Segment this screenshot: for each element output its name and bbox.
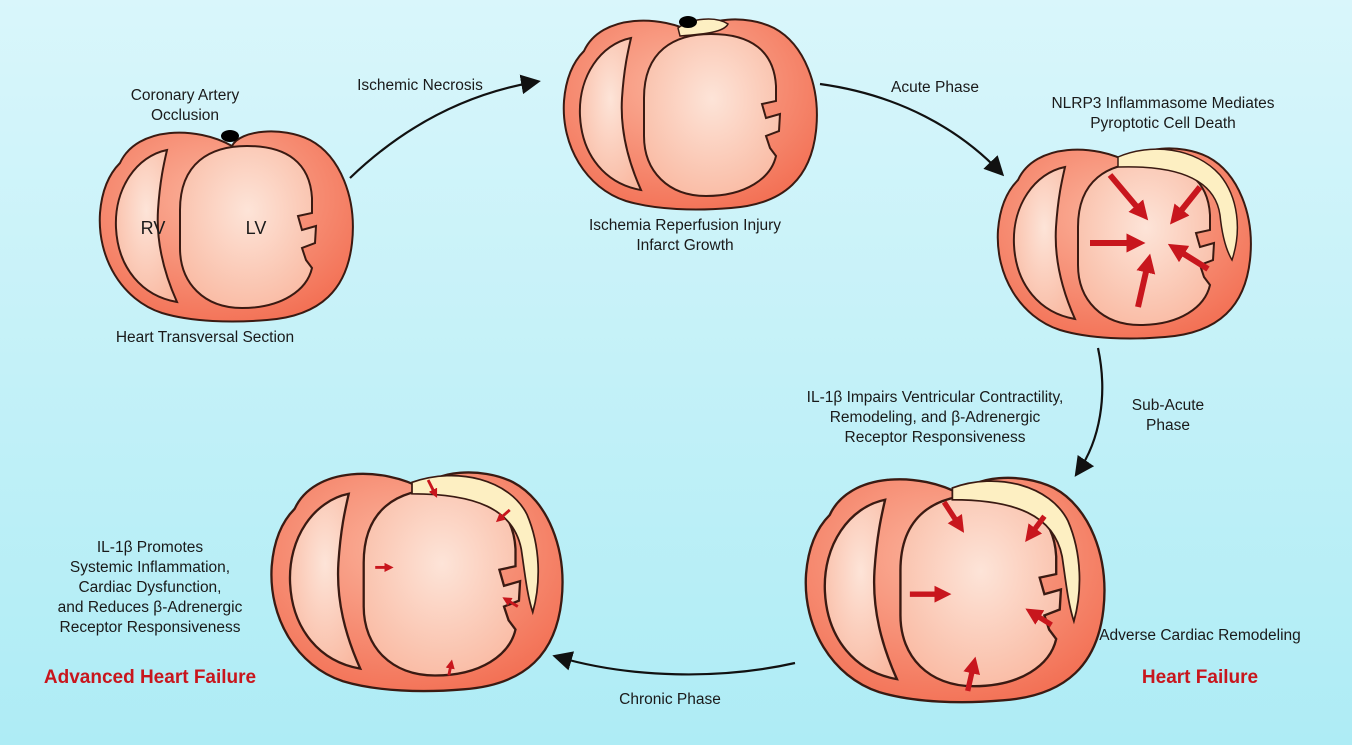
coronary-occlusion-dot xyxy=(221,130,239,142)
heart-3-acute xyxy=(998,148,1251,338)
coronary-occlusion-dot xyxy=(679,16,697,28)
label-ischemic-necrosis: Ischemic Necrosis xyxy=(330,76,510,96)
label-rv: RV xyxy=(133,218,173,238)
label-adverse-remodeling: Adverse Cardiac Remodeling xyxy=(1080,626,1320,646)
label-reperfusion: Ischemia Reperfusion Injury Infarct Grow… xyxy=(555,216,815,256)
heart-5-advanced-heart-failure xyxy=(271,472,562,691)
label-chronic-phase: Chronic Phase xyxy=(600,690,740,710)
label-advanced-heart-failure: Advanced Heart Failure xyxy=(20,668,280,688)
label-nlrp3: NLRP3 Inflammasome Mediates Pyroptotic C… xyxy=(1028,94,1298,134)
label-acute-phase: Acute Phase xyxy=(865,78,1005,98)
heart-4-heart-failure xyxy=(806,478,1105,702)
label-lv: LV xyxy=(236,218,276,238)
label-heart-section: Heart Transversal Section xyxy=(90,328,320,348)
label-il1-promotes: IL-1β Promotes Systemic Inflammation, Ca… xyxy=(30,538,270,638)
label-coronary-occlusion: Coronary Artery Occlusion xyxy=(110,86,260,126)
heart-2-reperfusion xyxy=(564,16,817,210)
label-heart-failure: Heart Failure xyxy=(1120,668,1280,688)
label-il1-impairs: IL-1β Impairs Ventricular Contractility,… xyxy=(775,388,1095,448)
label-subacute-phase: Sub-Acute Phase xyxy=(1118,396,1218,436)
